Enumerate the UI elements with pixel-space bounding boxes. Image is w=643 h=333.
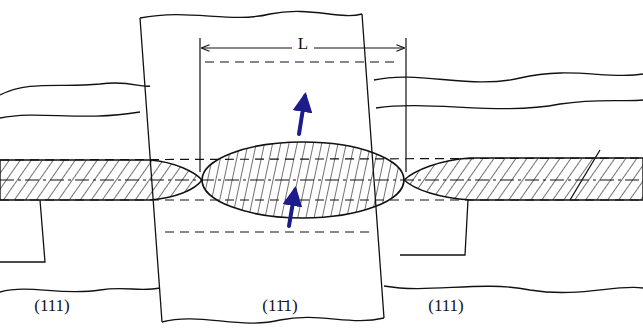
plane-edge (0, 73, 643, 95)
burgers-arrow (299, 96, 305, 134)
plane-edge (0, 200, 45, 262)
dimension-label: L (296, 35, 310, 54)
dashed-line (0, 158, 643, 200)
plane-edge (0, 100, 643, 118)
plane-edge (384, 286, 643, 293)
dimension-tick (200, 38, 406, 172)
plane-label: (111) (32, 297, 72, 316)
center-line (0, 179, 643, 180)
burgers-arrow (289, 190, 295, 226)
plane-edge (140, 11, 362, 18)
plane-label: (11̄1) (260, 297, 300, 316)
plane-label: (111) (426, 297, 466, 316)
plane-edge (162, 317, 384, 323)
plane-edge (0, 288, 160, 292)
stacking-fault-right (404, 158, 643, 200)
